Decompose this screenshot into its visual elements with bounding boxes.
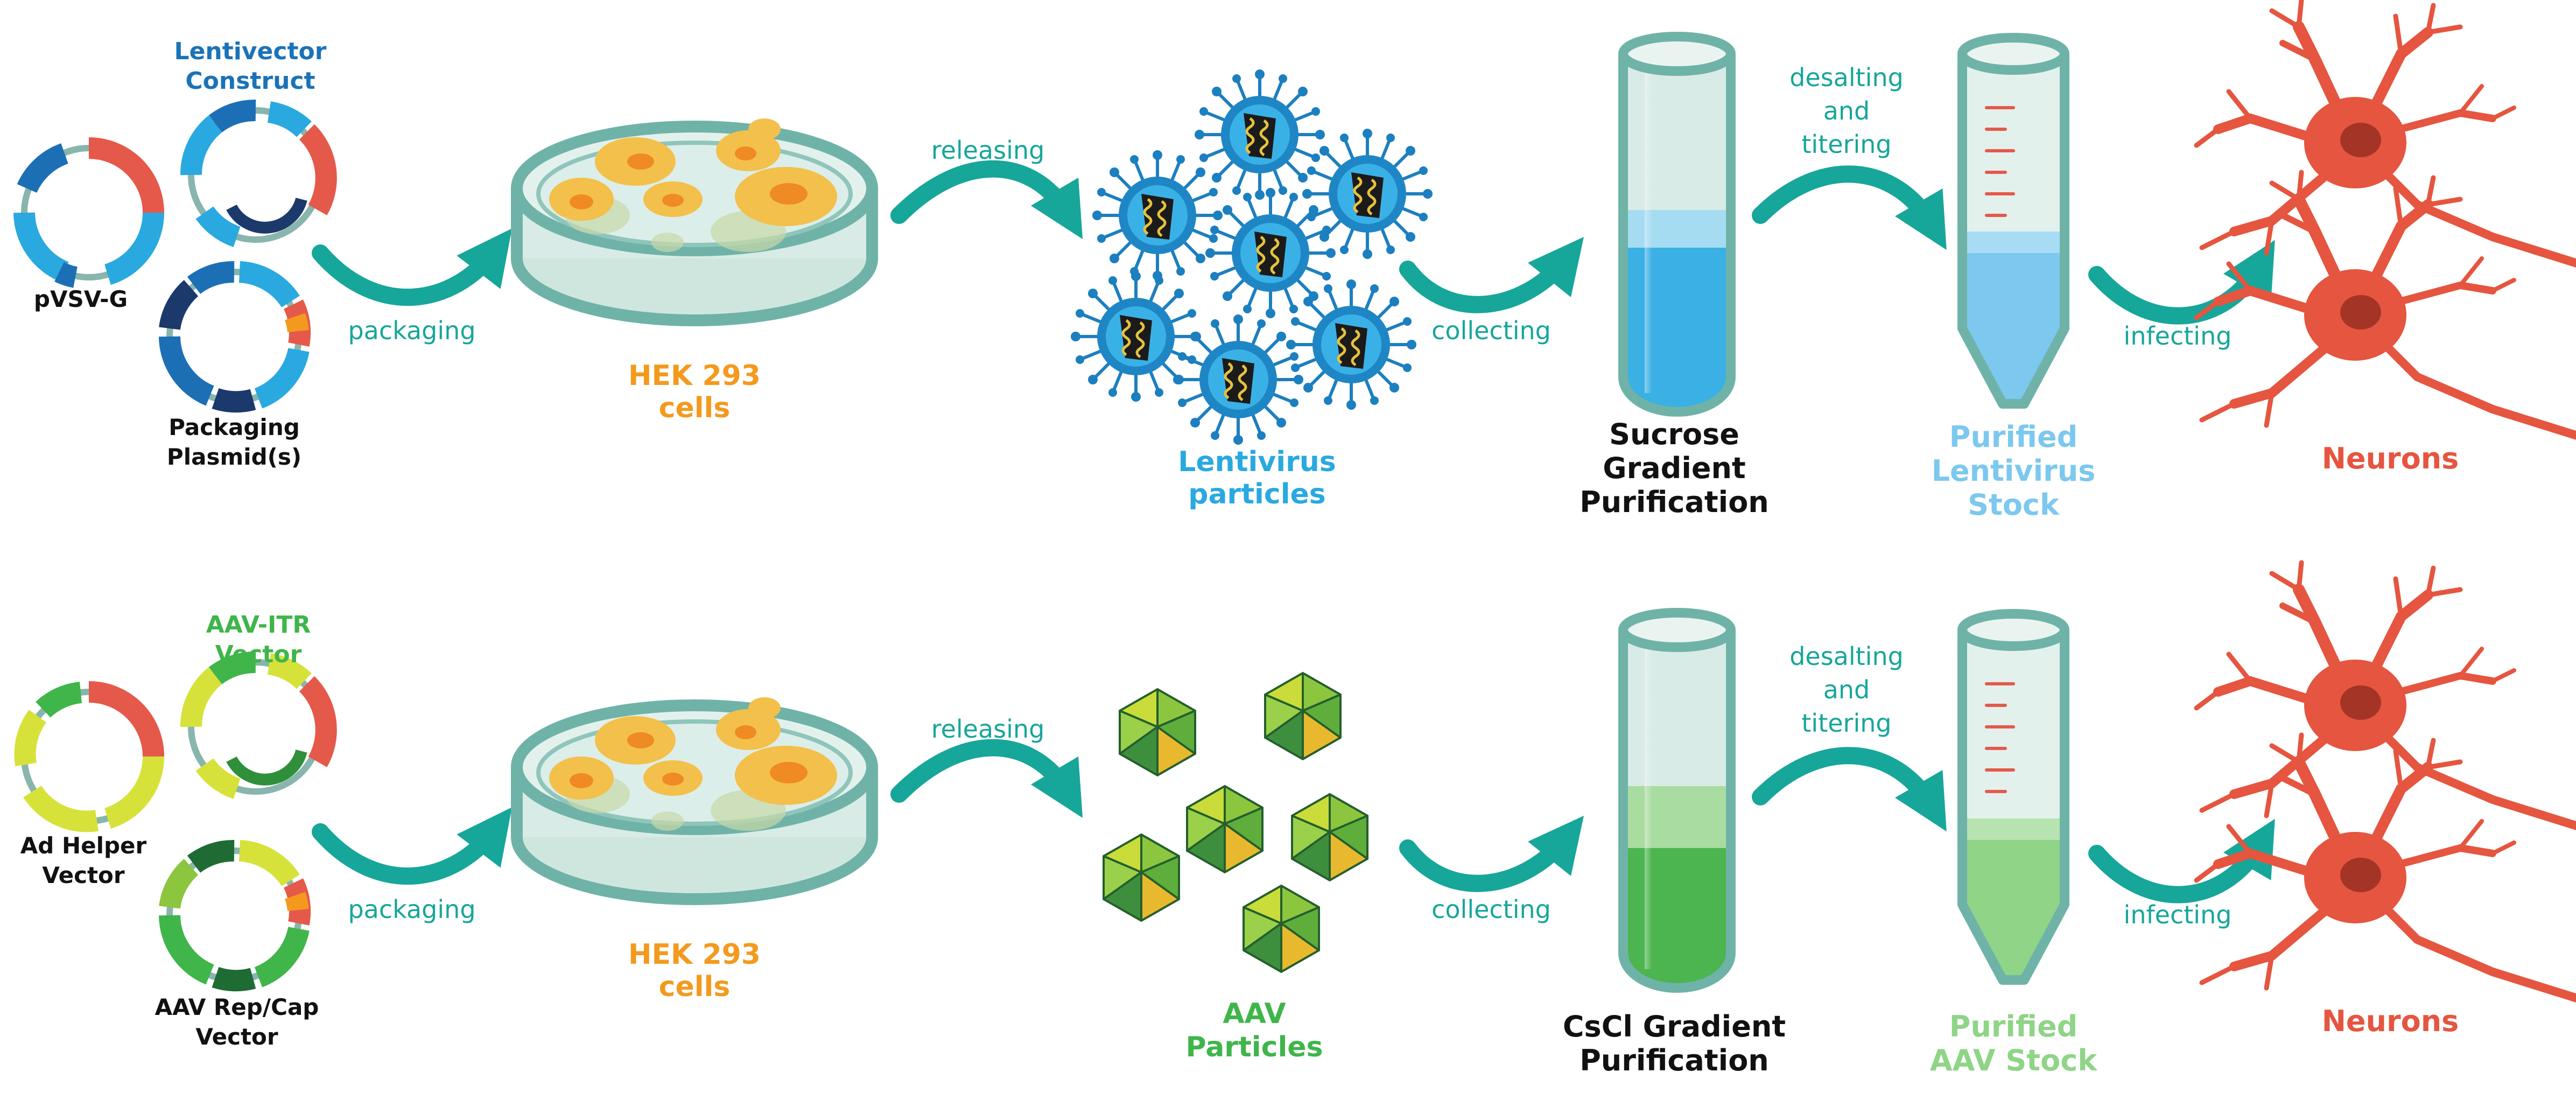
hek293-label-line2: cells <box>659 971 731 1003</box>
collecting-arrow-icon <box>1399 816 1584 892</box>
aav-stock-label-line1: Purified <box>1949 1010 2077 1043</box>
cscl-gradient-tube-icon <box>1618 608 1736 993</box>
envelope-plasmid-icon <box>13 137 165 288</box>
aav-row: AAV-ITR Vector Ad Helper Vector AAV Rep/… <box>14 563 2576 1077</box>
desalting-step-label-line3: titering <box>1801 709 1891 738</box>
neurons-label: Neurons <box>2322 442 2459 475</box>
desalting-arrow-icon <box>1752 165 1947 250</box>
packaging-arrow-icon <box>312 228 513 306</box>
lentivirus-particles-label-line1: Lentivirus <box>1178 446 1336 478</box>
lentivector-construct-label-line1: Lentivector <box>174 38 327 65</box>
desalting-step-label-line1: desalting <box>1789 63 1904 92</box>
lentivirus-stock-label-line2: Lentivirus <box>1932 454 2096 488</box>
lentivirus-particle-icon <box>1195 69 1325 200</box>
lentivirus-particles-label-line2: particles <box>1188 478 1326 510</box>
aav-particles-cluster <box>1103 672 1368 973</box>
desalting-step-label-line2: and <box>1823 96 1870 125</box>
cscl-label-line2: Purification <box>1580 1043 1769 1077</box>
lentivector-construct-label-line2: Construct <box>185 67 315 95</box>
infecting-step-label: infecting <box>2124 321 2232 351</box>
packaging-arrow-icon <box>312 807 513 885</box>
lentivirus-stock-tube-icon <box>1957 33 2069 409</box>
aav-capsid-icon <box>1291 793 1368 881</box>
infecting-arrow-icon <box>2088 818 2275 903</box>
releasing-step-label: releasing <box>931 136 1045 165</box>
sucrose-label-line3: Purification <box>1580 485 1769 519</box>
hek293-label-line1: HEK 293 <box>628 360 761 392</box>
lentivirus-particle-icon <box>1205 188 1336 318</box>
aav-rep-cap-label-line2: Vector <box>195 1024 278 1050</box>
releasing-step-label: releasing <box>931 714 1045 744</box>
aav-stock-label-line2: AAV Stock <box>1930 1043 2097 1077</box>
desalting-step-label-line2: and <box>1823 675 1870 704</box>
lentivirus-particle-icon <box>1286 279 1416 410</box>
ad-helper-label-line2: Vector <box>42 862 125 888</box>
lentivector-construct-plasmid-icon <box>180 100 337 247</box>
lentivirus-particle-icon <box>1092 150 1223 281</box>
pvsv-g-label: pVSV-G <box>34 286 128 312</box>
infecting-arrow-icon <box>2088 240 2275 325</box>
aav-capsid-icon <box>1186 785 1264 873</box>
hek293-dish-icon <box>517 118 872 320</box>
lentivirus-particles-cluster <box>1071 69 1433 445</box>
hek293-label-line1: HEK 293 <box>628 938 761 971</box>
sucrose-label-line1: Sucrose <box>1609 417 1739 451</box>
aav-particles-label-line2: Particles <box>1186 1031 1323 1063</box>
infecting-step-label: infecting <box>2124 900 2232 929</box>
hek293-label-line2: cells <box>659 392 731 424</box>
collecting-arrow-icon <box>1399 237 1584 313</box>
aav-itr-vector-plasmid-icon <box>180 651 337 799</box>
aav-particles-label-line1: AAV <box>1223 998 1286 1030</box>
desalting-step-label-line3: titering <box>1801 130 1891 159</box>
sucrose-gradient-tube-icon <box>1618 32 1736 417</box>
sucrose-label-line2: Gradient <box>1603 451 1745 485</box>
aav-rep-cap-label-line1: AAV Rep/Cap <box>155 994 319 1020</box>
releasing-arrow-icon <box>890 160 1083 240</box>
lentivirus-particle-icon <box>1302 129 1433 259</box>
desalting-arrow-icon <box>1752 747 1947 832</box>
aav-capsid-icon <box>1243 885 1320 973</box>
packaging-plasmids-label-line2: Plasmid(s) <box>167 444 301 470</box>
lentivirus-stock-label-line1: Purified <box>1949 420 2077 454</box>
neuron-icon <box>2196 172 2576 474</box>
releasing-arrow-icon <box>890 739 1083 818</box>
aav-capsid-icon <box>1264 672 1342 760</box>
lentivirus-particle-icon <box>1173 314 1303 445</box>
aav-capsid-icon <box>1119 688 1196 776</box>
collecting-step-label: collecting <box>1431 316 1551 345</box>
neurons-label: Neurons <box>2322 1004 2459 1038</box>
packaging-plasmid-icon <box>159 261 311 413</box>
cscl-label-line1: CsCl Gradient <box>1563 1010 1786 1043</box>
desalting-step-label-line1: desalting <box>1789 642 1904 671</box>
ad-helper-plasmid-icon <box>14 681 165 832</box>
collecting-step-label: collecting <box>1431 895 1551 924</box>
aav-itr-vector-label-line2: Vector <box>215 641 302 668</box>
ad-helper-label-line1: Ad Helper <box>20 832 147 859</box>
hek293-dish-icon <box>517 697 872 899</box>
aav-itr-vector-label-line1: AAV-ITR <box>206 611 311 639</box>
packaging-step-label: packaging <box>348 895 475 924</box>
aav-rep-cap-plasmid-icon <box>159 840 311 992</box>
lentivirus-stock-label-line3: Stock <box>1968 488 2060 522</box>
aav-stock-tube-icon <box>1957 609 2069 985</box>
aav-capsid-icon <box>1103 833 1180 922</box>
neuron-icon <box>2196 735 2576 1036</box>
lentivirus-row: Lentivector Construct pVSV-G Packaging P… <box>13 0 2576 522</box>
packaging-step-label: packaging <box>348 316 475 345</box>
packaging-plasmids-label-line1: Packaging <box>169 414 300 440</box>
